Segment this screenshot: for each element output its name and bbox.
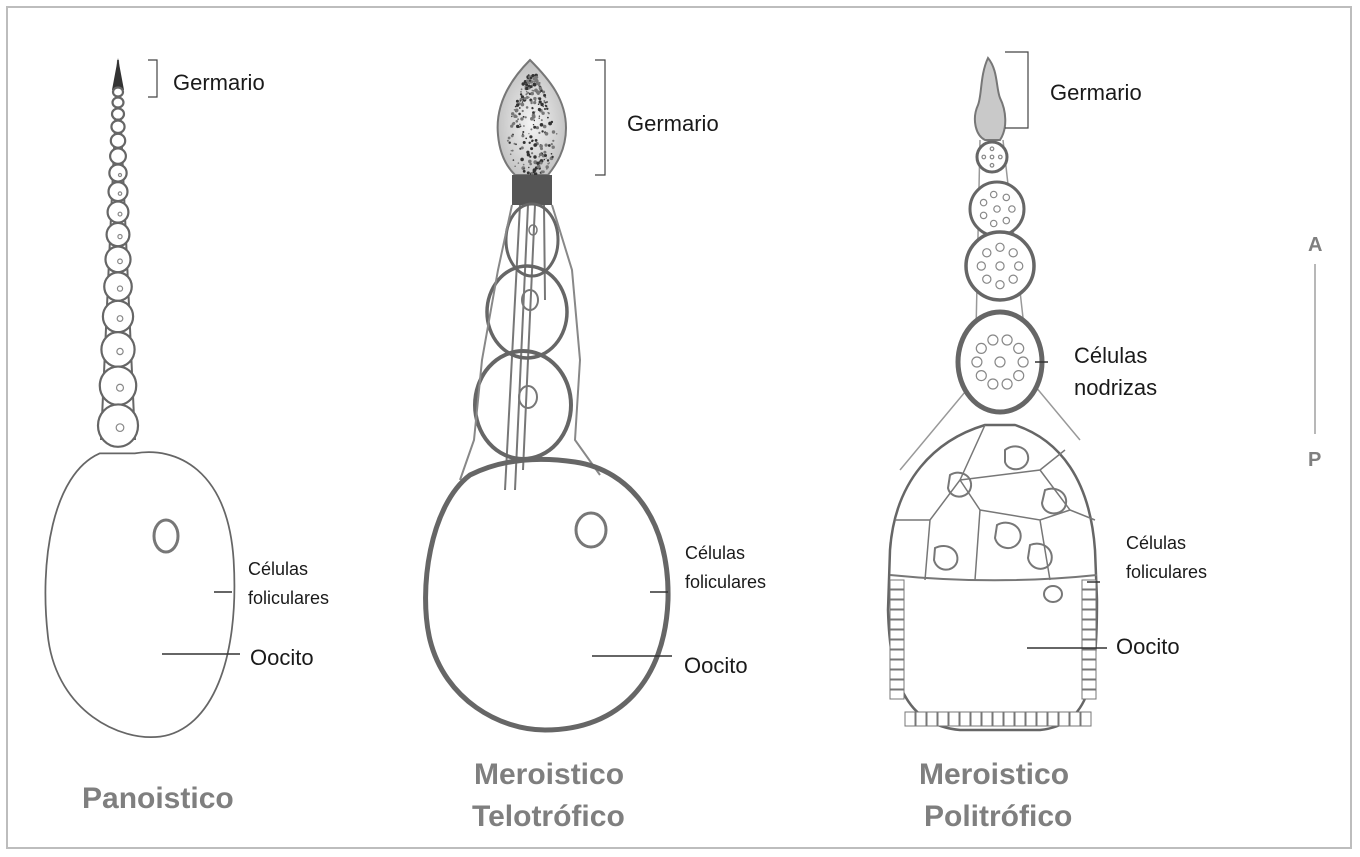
- polytrophic-ovariole: [888, 58, 1097, 730]
- panoistic-follicle: [110, 148, 126, 163]
- polytrophic-chamber-2: [970, 182, 1024, 236]
- panoistic-follicle: [111, 121, 124, 133]
- panoistic-follicle: [109, 164, 126, 181]
- follicle-label-1a: Células: [248, 559, 308, 579]
- follicle-label-3a: Células: [1126, 533, 1186, 553]
- panel-title-1: Panoistico: [82, 782, 234, 815]
- follicle-label-1b: foliculares: [248, 588, 329, 608]
- telotrophic-ovariole: [426, 60, 669, 730]
- germarium-bracket-3: [1005, 52, 1028, 128]
- panoistic-follicle: [107, 223, 130, 246]
- panoistic-follicle: [109, 182, 128, 201]
- telotrophic-tube-outline: [460, 205, 600, 480]
- germarium-band: [512, 175, 552, 205]
- panoistic-follicle: [112, 108, 124, 119]
- axis-posterior-label: P: [1308, 449, 1321, 471]
- follicle-label-2a: Células: [685, 543, 745, 563]
- polytrophic-germarium: [975, 58, 1005, 140]
- oocyte-label-3: Oocito: [1116, 634, 1180, 659]
- nurse-label-3b: nodrizas: [1074, 375, 1157, 400]
- nutritive-cords: [505, 205, 545, 490]
- oocyte-label-2: Oocito: [684, 653, 748, 678]
- panel-title-2a: Meroistico: [474, 758, 624, 791]
- panoistic-follicle: [108, 202, 129, 223]
- oocyte-label-1: Oocito: [250, 645, 314, 670]
- polytrophic-chamber-4: [958, 312, 1042, 412]
- panoistic-follicle: [111, 134, 125, 148]
- panoistic-follicle: [113, 97, 124, 107]
- telotrophic-oocyte-nucleus: [576, 513, 606, 547]
- germarium-bracket-1: [148, 60, 157, 97]
- telotrophic-oocyte-chamber: [426, 459, 669, 730]
- axis-anterior-label: A: [1308, 234, 1322, 256]
- telotrophic-follicle-2: [487, 266, 567, 358]
- panoistic-ovariole: [47, 58, 233, 736]
- germarium-label-2: Germario: [627, 111, 719, 136]
- panoistic-germarium-tip: [112, 58, 124, 90]
- panel-title-3b: Politrófico: [924, 800, 1072, 833]
- follicle-label-3b: foliculares: [1126, 562, 1207, 582]
- nurse-label-3a: Células: [1074, 343, 1147, 368]
- germarium-label-1: Germario: [173, 70, 265, 95]
- panoistic-follicle-chain: [98, 88, 138, 447]
- panoistic-follicle: [98, 404, 138, 446]
- panel-title-3a: Meroistico: [919, 758, 1069, 791]
- panoistic-follicle: [100, 367, 136, 405]
- germarium-label-3: Germario: [1050, 80, 1142, 105]
- germarium-bracket-2: [595, 60, 605, 175]
- follicle-label-2b: foliculares: [685, 572, 766, 592]
- panel-title-2b: Telotrófico: [472, 800, 625, 833]
- panoistic-follicle: [113, 88, 123, 97]
- polytrophic-chamber-3: [966, 232, 1034, 300]
